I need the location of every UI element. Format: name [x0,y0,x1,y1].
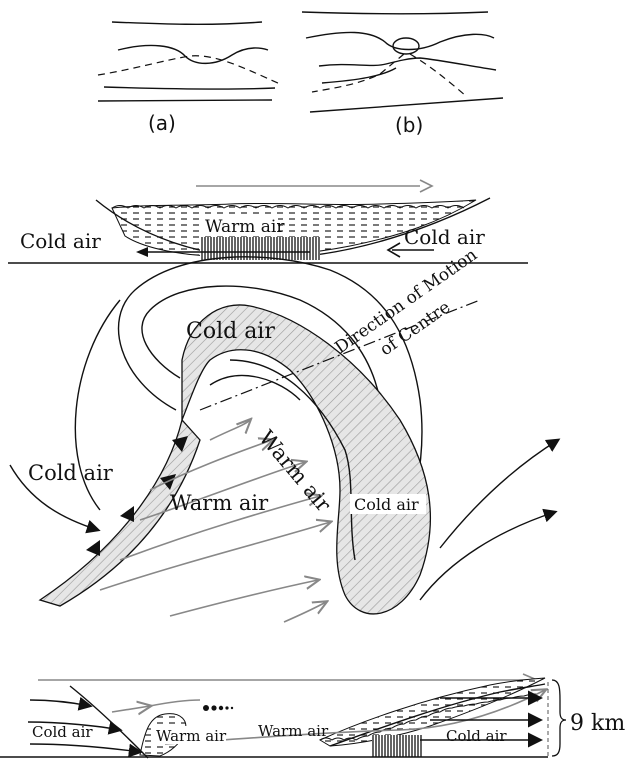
occl-cold-air-left: Cold air [32,723,93,741]
label-b: (b) [395,113,423,137]
occl-warm-air-1: Warm air [156,727,227,745]
cold-air-label-plan-left: Cold air [28,461,114,485]
warm-air-label-section: Warm air [205,217,285,237]
occluded-section: Cold air Warm air Warm air Cold air 9 km [0,674,625,758]
warm-front-section: Warm air Cold air Cold air [8,180,528,263]
label-a: (a) [148,111,176,135]
cold-air-label-top: Cold air [186,319,275,344]
panel-b: (b) [302,12,503,137]
height-label: 9 km [570,711,625,736]
warm-air-label-center: Warm air [170,491,269,515]
cold-air-label-left: Cold air [20,229,101,253]
occl-warm-air-2: Warm air [258,722,329,740]
cold-air-label-inner: Cold air [354,495,419,514]
panel-a: (a) [98,22,280,135]
plan-view: Cold air Cold air Warm air Warm air Cold… [10,245,558,622]
cold-air-label-right: Cold air [404,225,485,249]
occl-cold-air-right: Cold air [446,727,507,745]
